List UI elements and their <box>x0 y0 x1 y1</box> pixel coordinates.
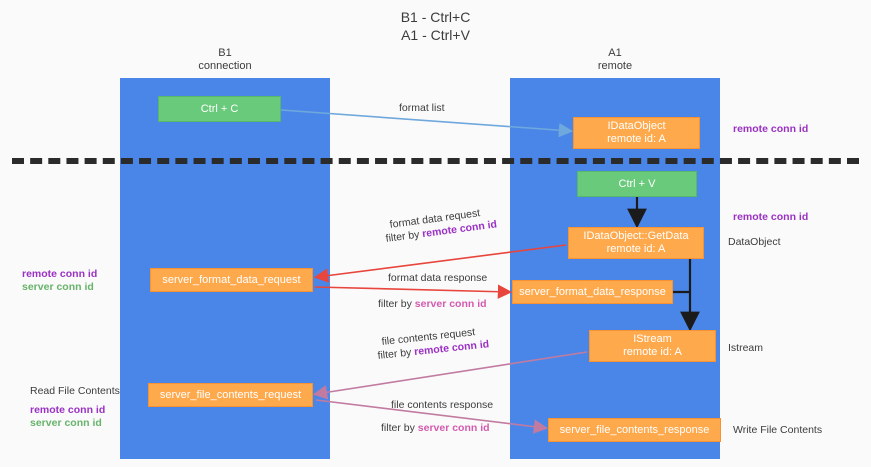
node-istream-subtitle: remote id: A <box>623 346 682 358</box>
edge-label-format-data-response: format data response <box>388 272 488 284</box>
annotation-left-server-conn-id-1: server conn id <box>22 281 94 293</box>
lane-header-a1-role: remote <box>597 60 633 72</box>
node-server-format-data-request-label: server_format_data_request <box>162 273 301 286</box>
lane-header-b1: B1 connection <box>120 47 330 73</box>
lane-header-b1-name: B1 <box>218 47 232 59</box>
page-title: B1 - Ctrl+C A1 - Ctrl+V <box>0 8 871 44</box>
annotation-read-file-contents-text: Read File Contents <box>30 385 120 397</box>
annotation-left-conn-ids-1: remote conn id server conn id <box>22 268 97 294</box>
node-server-format-data-response[interactable]: server_format_data_response <box>512 280 673 304</box>
edge-label-file-contents-response: file contents response <box>391 399 494 411</box>
node-ctrl-c[interactable]: Ctrl + C <box>158 96 281 122</box>
filter-key-server-conn-id-1: server conn id <box>414 298 487 310</box>
filter-prefix-2: filter by <box>378 298 415 310</box>
title-line-2: A1 - Ctrl+V <box>401 27 470 43</box>
annotation-right-remote-conn-id-1-text: remote conn id <box>733 123 809 135</box>
annotation-dataobject: DataObject <box>728 236 781 249</box>
node-server-format-data-request[interactable]: server_format_data_request <box>150 268 313 292</box>
annotation-write-file-contents: Write File Contents <box>733 424 822 437</box>
title-line-1: B1 - Ctrl+C <box>400 9 471 25</box>
lane-header-b1-role: connection <box>198 60 252 72</box>
annotation-right-remote-conn-id-1: remote conn id <box>733 123 808 136</box>
edge-label-format-list: format list <box>399 102 445 114</box>
annotation-right-remote-conn-id-2-text: remote conn id <box>733 211 809 223</box>
node-idataobject-subtitle: remote id: A <box>607 133 666 145</box>
node-ctrl-v[interactable]: Ctrl + V <box>577 171 697 197</box>
node-istream-label: IStream <box>633 333 672 345</box>
annotation-istream: Istream <box>728 342 763 355</box>
annotation-istream-text: Istream <box>728 342 764 354</box>
node-idataobject-getdata-label: IDataObject::GetData <box>583 230 689 242</box>
node-idataobject[interactable]: IDataObject remote id: A <box>573 117 700 149</box>
node-istream[interactable]: IStream remote id: A <box>589 330 716 362</box>
annotation-dataobject-text: DataObject <box>728 236 781 248</box>
lane-header-a1-name: A1 <box>608 47 622 59</box>
node-server-format-data-response-label: server_format_data_response <box>519 285 666 298</box>
annotation-left-read-file-contents: Read File Contents remote conn id server… <box>30 385 120 430</box>
node-server-file-contents-request-label: server_file_contents_request <box>159 388 302 401</box>
phase-divider <box>12 158 859 164</box>
node-server-file-contents-response-label: server_file_contents_response <box>559 423 710 436</box>
edge-label-format-data-response-filter: filter by server conn id <box>378 298 487 310</box>
annotation-right-remote-conn-id-2: remote conn id <box>733 211 808 224</box>
lane-header-a1: A1 remote <box>510 47 720 73</box>
node-server-file-contents-request[interactable]: server_file_contents_request <box>148 383 313 407</box>
filter-key-server-conn-id-2: server conn id <box>417 422 490 434</box>
filter-prefix-3: filter by <box>377 346 415 362</box>
node-idataobject-getdata-subtitle: remote id: A <box>606 243 666 255</box>
annotation-left-server-conn-id-2: server conn id <box>30 417 102 429</box>
node-idataobject-label: IDataObject <box>607 120 666 132</box>
node-ctrl-c-label: Ctrl + C <box>200 102 239 115</box>
node-idataobject-getdata[interactable]: IDataObject::GetData remote id: A <box>568 227 704 259</box>
node-server-file-contents-response[interactable]: server_file_contents_response <box>548 418 721 442</box>
annotation-left-remote-conn-id-2: remote conn id <box>30 404 106 416</box>
annotation-left-remote-conn-id-1: remote conn id <box>22 268 98 280</box>
annotation-write-file-contents-text: Write File Contents <box>733 424 823 436</box>
filter-prefix-4: filter by <box>381 422 418 434</box>
edge-label-file-contents-response-filter: filter by server conn id <box>381 422 490 434</box>
node-ctrl-v-label: Ctrl + V <box>618 177 656 190</box>
